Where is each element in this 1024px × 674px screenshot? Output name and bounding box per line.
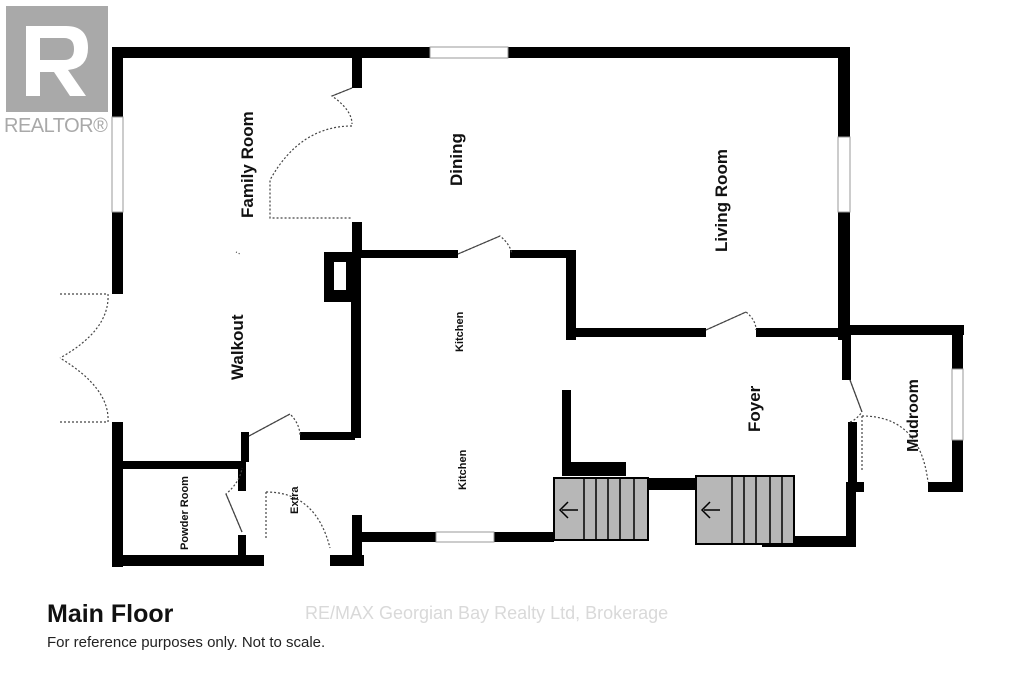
wall (566, 328, 706, 337)
arrow-left-icon (558, 501, 578, 519)
stairs-left (553, 477, 649, 541)
door-leaf (225, 493, 243, 533)
room-label-family-room: Family Room (238, 111, 257, 218)
wall (352, 58, 362, 88)
wall (838, 212, 850, 340)
window (435, 531, 495, 543)
wall (762, 536, 856, 547)
wall (852, 482, 864, 492)
floor-title: Main Floor (47, 600, 174, 628)
wall (118, 461, 242, 469)
opening-mark (235, 251, 241, 255)
wall (566, 250, 576, 340)
door-swing (849, 379, 863, 423)
door-swing (330, 87, 353, 125)
window (111, 116, 124, 213)
wall (928, 482, 963, 492)
wall (112, 47, 430, 58)
disclaimer-note: For reference purposes only. Not to scal… (47, 634, 326, 651)
room-label-living-room: Living Room (712, 149, 731, 252)
wall (952, 325, 963, 369)
wall (112, 47, 123, 117)
wall (562, 462, 626, 476)
door-swing (59, 293, 109, 359)
arrow-left-icon (700, 501, 720, 519)
room-label-mudroom: Mudroom (905, 379, 922, 452)
wall (241, 432, 249, 462)
room-label-kitchen-lower: Kitchen (457, 449, 469, 490)
door-leaf (457, 235, 501, 255)
door-swing (248, 413, 301, 437)
wall (352, 222, 362, 252)
floor-plan: Family Room Dining Living Room Walkout K… (59, 46, 964, 567)
window (429, 46, 509, 59)
realtor-logo: REALTOR® (0, 0, 118, 140)
wall (330, 555, 364, 566)
room-label-powder-room: Powder Room (179, 476, 191, 550)
wall (112, 555, 264, 566)
wall (351, 252, 361, 438)
door-leaf (705, 311, 747, 331)
room-label-extra: Extra (289, 486, 301, 514)
wall (112, 422, 123, 567)
wall (648, 478, 698, 490)
door-swing (59, 357, 109, 423)
room-label-dining: Dining (447, 133, 466, 186)
brokerage-watermark: RE/MAX Georgian Bay Realty Ltd, Brokerag… (305, 603, 669, 623)
door-swing (225, 467, 243, 533)
wall (508, 47, 850, 58)
wall (838, 47, 850, 137)
room-label-foyer: Foyer (745, 385, 764, 432)
room-label-walkout: Walkout (228, 314, 247, 380)
realtor-logo-text: REALTOR® (4, 115, 108, 137)
door-swing (457, 235, 513, 255)
realtor-logo-mark (6, 6, 108, 112)
window (837, 136, 851, 213)
wall (300, 432, 355, 440)
wall (238, 461, 246, 491)
door-swing (861, 415, 929, 483)
room-label-kitchen-upper: Kitchen (454, 311, 466, 352)
chimney-flue (334, 262, 346, 290)
door-leaf (331, 87, 353, 97)
wall (756, 328, 850, 337)
wall (352, 515, 362, 565)
door-swing (265, 491, 331, 549)
door-swing (705, 311, 757, 331)
wall (238, 535, 246, 557)
stairs-right (695, 475, 795, 545)
window (951, 368, 964, 441)
wall (358, 250, 458, 258)
wall (112, 212, 123, 294)
wall (358, 532, 436, 542)
door-leaf (849, 379, 863, 413)
door-swing (269, 125, 353, 219)
wall (494, 532, 554, 542)
wall (846, 482, 856, 546)
wall (510, 250, 576, 258)
wall (842, 330, 851, 380)
wall (842, 325, 964, 335)
door-leaf (248, 413, 291, 437)
wall (952, 440, 963, 492)
wall (562, 390, 571, 474)
wall (848, 422, 857, 484)
